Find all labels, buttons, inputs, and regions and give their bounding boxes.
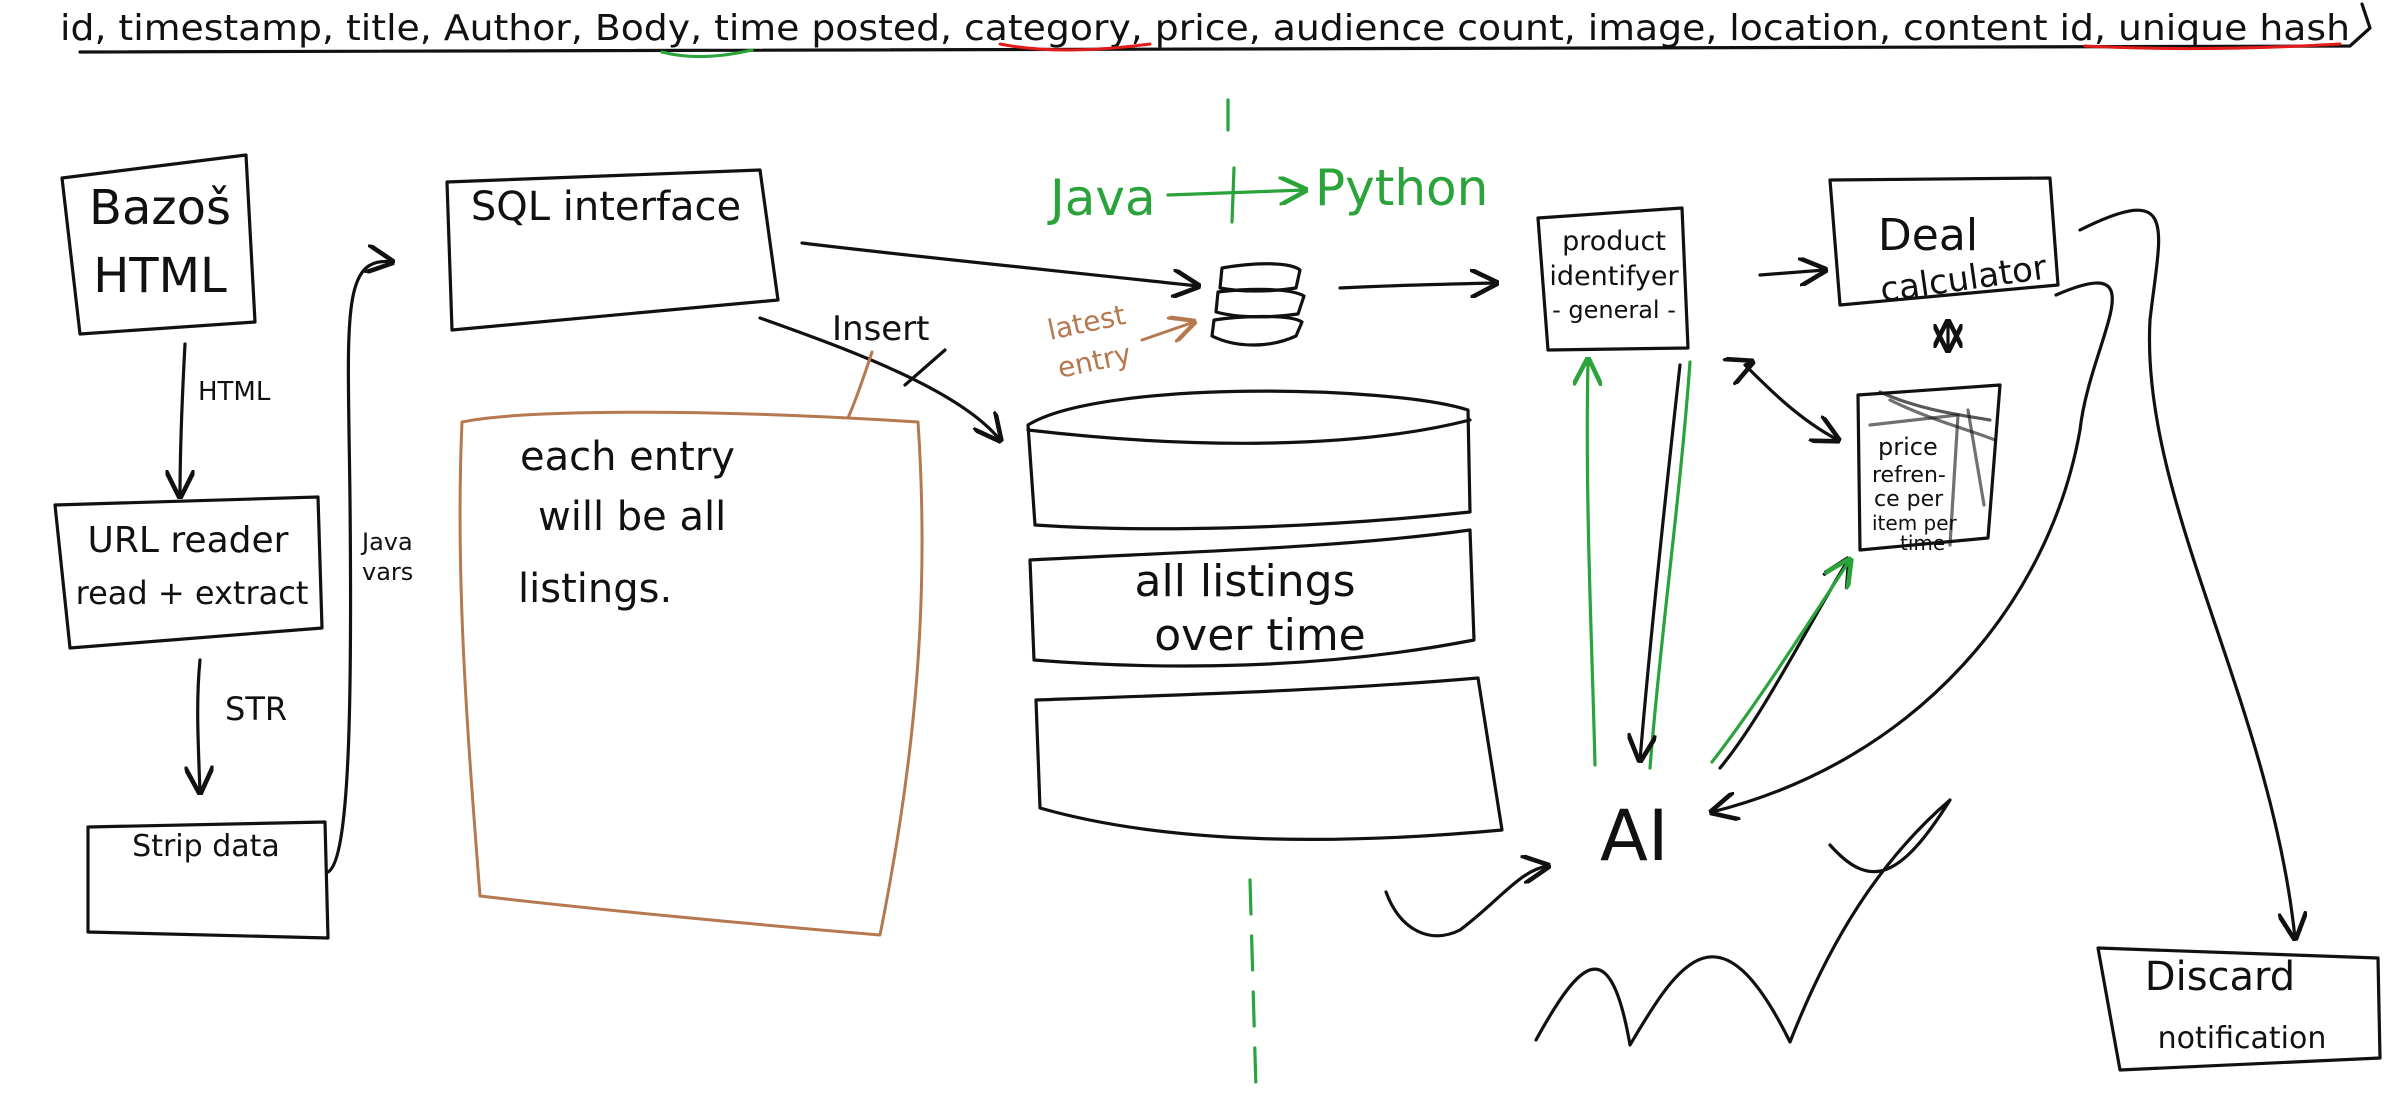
- price-reference-line5: time: [1900, 531, 1945, 555]
- bazos-label: Bazoš: [89, 180, 231, 236]
- arrow-latest-entry: [1140, 322, 1194, 340]
- notification-label: notification: [2158, 1021, 2327, 1056]
- note-connector: [846, 350, 874, 420]
- deal-calculator-node: Deal calculator: [1828, 176, 2060, 311]
- boundary-arrow: [1166, 190, 1305, 195]
- java-vars-line2: vars: [362, 558, 413, 586]
- database-label-line1: all listings: [1135, 556, 1356, 607]
- strip-data-label: Strip data: [132, 829, 280, 864]
- ai-node: AI: [1600, 795, 1669, 877]
- boundary-divider: [1230, 166, 1236, 224]
- arrow-product-price-bidirectional: [1745, 362, 1838, 440]
- discard-label: Discard: [2145, 954, 2295, 1000]
- arrow-ai-to-product-green: [1587, 360, 1595, 767]
- boundary-python-label: Python: [1315, 159, 1488, 217]
- arrow-deal-to-ai: [1712, 281, 2114, 812]
- arrow-stack-to-product: [1338, 283, 1496, 288]
- url-reader-node: URL reader read + extract: [53, 495, 324, 650]
- java-vars-line1: Java: [360, 528, 413, 556]
- stack-icon: [1210, 262, 1306, 347]
- strip-data-node: Strip data: [86, 820, 330, 940]
- price-reference-node: price refren- ce per item per time: [1856, 383, 2002, 555]
- arrow-deal-to-discard: [2078, 208, 2295, 938]
- database-node: all listings over time: [1026, 389, 1504, 841]
- arrow-sql-to-stack: [800, 241, 1198, 286]
- scribble: [1534, 798, 1952, 1047]
- ai-label: AI: [1600, 795, 1669, 877]
- sql-interface-label: SQL interface: [471, 184, 741, 230]
- arrow-ai-to-price-green: [1710, 560, 1850, 764]
- database-label-line2: over time: [1154, 610, 1366, 661]
- body-underline: [660, 48, 754, 59]
- note-box: each entry will be all listings.: [458, 350, 924, 937]
- insert-strike: [903, 348, 947, 387]
- price-reference-line3: ce per: [1874, 487, 1944, 512]
- arrow-bazos-to-url-reader: [180, 342, 185, 496]
- price-reference-line2: refren-: [1872, 463, 1946, 488]
- schema-fields-text: id, timestamp, title, Author, Body, time…: [60, 8, 2350, 49]
- arrow-product-to-ai: [1640, 363, 1682, 760]
- price-reference-line1: price: [1878, 433, 1938, 461]
- arrow-url-reader-to-strip: [198, 658, 200, 792]
- product-identifier-line1: product: [1562, 226, 1666, 257]
- arrow-product-to-deal: [1758, 270, 1825, 275]
- latest-entry-line2: entry: [1055, 337, 1134, 385]
- schema-header: id, timestamp, title, Author, Body, time…: [60, 2, 2372, 59]
- language-boundary: Java Python: [1047, 98, 1488, 1092]
- sql-interface-node: SQL interface: [445, 168, 780, 332]
- edge-label-html: HTML: [198, 377, 271, 407]
- header-underline: [78, 2, 2372, 54]
- boundary-java-label: Java: [1047, 169, 1156, 227]
- discard-notification-node: Discard notification: [2096, 946, 2382, 1072]
- product-identifier-line3: - general -: [1552, 296, 1676, 324]
- price-reference-line4: item per: [1872, 511, 1958, 535]
- product-identifier-line2: identifyer: [1549, 261, 1679, 292]
- line-product-to-ai-green: [1648, 360, 1692, 770]
- product-identifier-node: product identifyer - general -: [1536, 206, 1690, 352]
- note-line2: will be all: [538, 494, 726, 540]
- url-reader-label: URL reader: [88, 520, 289, 561]
- note-line3: listings.: [518, 566, 672, 612]
- edge-label-str: STR: [225, 690, 287, 728]
- category-underline: [998, 42, 1152, 52]
- edge-label-insert: Insert: [832, 309, 930, 349]
- html-label: HTML: [93, 248, 227, 304]
- unique-hash-underline: [2083, 42, 2342, 51]
- note-line1: each entry: [520, 434, 735, 480]
- arrow-sql-insert-to-db: [758, 316, 1000, 440]
- arrow-strip-to-sql: [326, 261, 392, 874]
- deal-calculator-line1: Deal: [1878, 210, 1978, 261]
- read-extract-label: read + extract: [76, 574, 309, 612]
- arrow-db-to-ai: [1384, 866, 1548, 938]
- bazos-html-node: Bazoš HTML: [60, 153, 257, 336]
